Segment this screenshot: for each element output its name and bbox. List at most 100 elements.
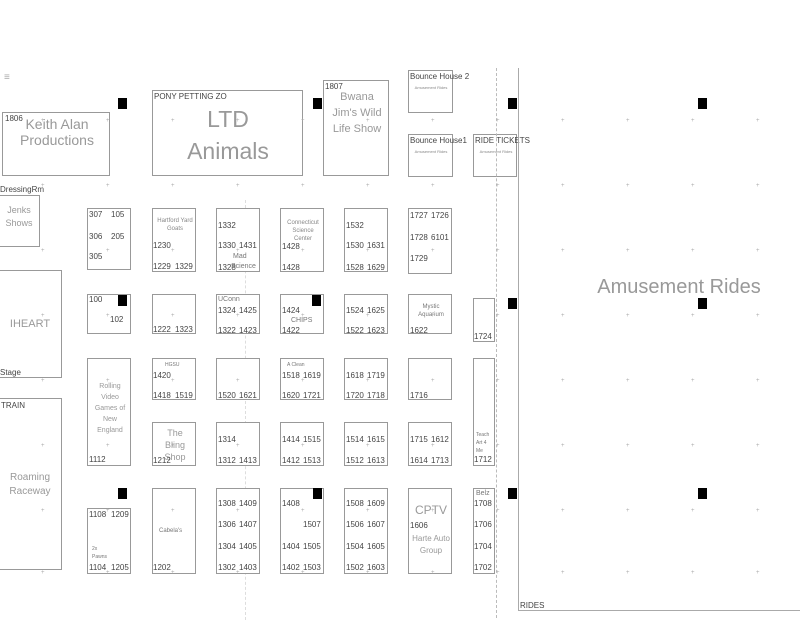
booth-number: 1428 bbox=[282, 242, 300, 251]
grid-marker: + bbox=[691, 443, 695, 449]
booth-group-1108[interactable]: 1108 1209 2x Pawns 1104 1205 bbox=[87, 508, 131, 574]
grid-marker: + bbox=[366, 378, 370, 384]
booth-cabelas[interactable]: Cabela's 1202 bbox=[152, 488, 196, 574]
grid-marker: + bbox=[756, 443, 760, 449]
grid-marker: + bbox=[626, 570, 630, 576]
booth-group-300[interactable]: 307 105 306 205 305 bbox=[87, 208, 131, 270]
booth-number: 1230 bbox=[153, 241, 171, 250]
booth-group-1308[interactable]: 1308 1409 1306 1407 1304 1405 1302 1403 bbox=[216, 488, 260, 574]
grid-marker: + bbox=[106, 508, 110, 514]
booth-number: 1530 bbox=[346, 241, 364, 250]
booth-number: 1724 bbox=[474, 332, 492, 341]
booth-number: 1403 bbox=[239, 563, 257, 572]
booth-ltd-animals[interactable]: PONY PETTING ZO LTD Animals bbox=[152, 90, 303, 176]
booth-number: 1623 bbox=[367, 326, 385, 335]
booth-number: 1407 bbox=[239, 520, 257, 529]
grid-marker: + bbox=[496, 313, 500, 319]
booth-rolling-video-games[interactable]: Rolling Video Games of New England 1112 bbox=[87, 358, 131, 466]
grid-marker: + bbox=[626, 313, 630, 319]
booth-group-1708[interactable]: Belz 1708 1706 1704 1702 bbox=[473, 488, 495, 574]
booth-group-1620[interactable]: 1716 1716 bbox=[408, 358, 452, 400]
booth-number: 306 bbox=[89, 232, 103, 241]
booth-name: Roaming Raceway bbox=[9, 472, 51, 497]
booth-name: RIDE TICKETS bbox=[475, 136, 530, 145]
booth-number: 1607 bbox=[367, 520, 385, 529]
booth-group-1318[interactable]: 1621 1520 1621 bbox=[216, 358, 260, 400]
booth-group-1314[interactable]: 1314 1312 1413 bbox=[216, 422, 260, 466]
booth-ct-science-center[interactable]: Connecticut Science Center 1428 1428 bbox=[280, 208, 324, 272]
grid-marker: + bbox=[236, 570, 240, 576]
grid-marker: + bbox=[756, 118, 760, 124]
booth-group-1220[interactable]: 1420 HGSU 1521 1418 1519 bbox=[152, 358, 196, 400]
booth-number: 1431 bbox=[239, 241, 257, 250]
booth-name: IHEART bbox=[9, 318, 51, 330]
booth-mystic-aquarium[interactable]: Mystic Aquarium 1622 bbox=[408, 294, 452, 335]
booth-number: 1612 bbox=[431, 435, 449, 444]
booth-number: 1609 bbox=[367, 499, 385, 508]
booth-group-1332[interactable]: 1332 1330 1431 Mad 1328 Science bbox=[216, 208, 260, 272]
grid-marker: + bbox=[366, 183, 370, 189]
booth-bounce-house-1[interactable]: Bounce House1 Amusement Rides bbox=[408, 134, 467, 177]
grid-marker: + bbox=[301, 570, 305, 576]
corner-mark: ≡ bbox=[4, 72, 10, 83]
booth-group-1524[interactable]: 1524 1625 1522 1623 bbox=[344, 294, 388, 335]
booth-hartford-yard-goats[interactable]: Hartford Yard Goats 1230 1229 1329 bbox=[152, 208, 196, 272]
booth-ride-tickets[interactable]: RIDE TICKETS Amusement Rides bbox=[473, 134, 530, 177]
amusement-rides-area[interactable]: Amusement Rides RIDES bbox=[518, 68, 800, 611]
power-marker bbox=[698, 488, 707, 499]
booth-number: 1615 bbox=[367, 435, 385, 444]
booth-number: 1402 bbox=[282, 563, 300, 572]
grid-marker: + bbox=[171, 313, 175, 319]
booth-number: 1708 bbox=[474, 499, 492, 508]
booth-number: 1713 bbox=[431, 456, 449, 465]
booth-number: 1513 bbox=[303, 456, 321, 465]
booth-label: Science bbox=[231, 263, 256, 270]
booth-name: The Bling Shop bbox=[164, 428, 186, 462]
booth-number: 1409 bbox=[239, 499, 257, 508]
grid-marker: + bbox=[561, 378, 565, 384]
booth-bwana-jim[interactable]: 1807 Bwana Jim's Wild Life Show bbox=[323, 80, 389, 176]
grid-marker: + bbox=[41, 313, 45, 319]
booth-number: 1323 bbox=[175, 325, 193, 334]
booth-group-1720[interactable]: 1413 1314 1718 1712 Teach Art 4 Me bbox=[473, 358, 495, 466]
booth-keith-alan[interactable]: 1806 Keith Alan Productions bbox=[2, 112, 110, 176]
booth-cptv[interactable]: CPTV 1606 Harte Auto Group bbox=[408, 488, 452, 574]
booth-group-1508[interactable]: 1508 1609 1506 1607 1504 1605 1502 1603 bbox=[344, 488, 388, 574]
booth-group-1520[interactable]: 1618 1719 1720 1718 bbox=[344, 358, 388, 400]
grid-marker: + bbox=[691, 118, 695, 124]
grid-marker: + bbox=[561, 183, 565, 189]
booth-group-1420[interactable]: A Clean 1518 1619 1620 1721 bbox=[280, 358, 324, 400]
booth-iheart[interactable]: IHEART bbox=[0, 270, 62, 378]
booth-number: 1508 bbox=[346, 499, 364, 508]
booth-number: 1418 bbox=[153, 391, 171, 400]
grid-marker: + bbox=[626, 443, 630, 449]
power-marker bbox=[698, 298, 707, 309]
grid-marker: + bbox=[236, 443, 240, 449]
booth-group-1324[interactable]: UConn 1324 1425 1322 1423 bbox=[216, 294, 260, 335]
booth-group-1222[interactable]: 1222 1323 bbox=[152, 294, 196, 334]
booth-train[interactable]: TRAIN Roaming Raceway bbox=[0, 398, 62, 570]
booth-number: 1515 bbox=[303, 435, 321, 444]
rides-label: RIDES bbox=[520, 601, 545, 610]
booth-group-1408[interactable]: 1408 1507 1404 1505 1402 1503 bbox=[280, 488, 324, 574]
booth-group-1514[interactable]: 1514 1615 1512 1613 bbox=[344, 422, 388, 466]
booth-group-1727[interactable]: 1727 1726 1728 6101 1729 bbox=[408, 208, 452, 274]
power-marker bbox=[508, 298, 517, 309]
booth-number: 1702 bbox=[474, 563, 492, 572]
booth-group-1614[interactable]: 1614 1715 1612 1713 bbox=[408, 422, 452, 466]
grid-marker: + bbox=[561, 443, 565, 449]
booth-name: CPTV bbox=[414, 503, 447, 517]
booth-group-1414[interactable]: 1414 1515 1412 1513 bbox=[280, 422, 324, 466]
booth-number: 1420 bbox=[153, 371, 171, 380]
booth-group-1724[interactable]: 1724 bbox=[473, 298, 495, 342]
booth-bounce-house-2[interactable]: Bounce House 2 Amusement Rides bbox=[408, 70, 469, 113]
grid-marker: + bbox=[301, 508, 305, 514]
grid-marker: + bbox=[431, 183, 435, 189]
booth-number: 1518 bbox=[282, 371, 300, 380]
booth-group-1532[interactable]: 1532 1530 1631 1528 1629 bbox=[344, 208, 388, 272]
booth-number: 1720 bbox=[346, 391, 364, 400]
booth-bling-shop[interactable]: The Bling Shop 1212 bbox=[152, 422, 196, 466]
booth-jenks[interactable]: Jenks Shows bbox=[0, 195, 40, 247]
grid-marker: + bbox=[561, 508, 565, 514]
booth-number: 1512 bbox=[346, 456, 364, 465]
